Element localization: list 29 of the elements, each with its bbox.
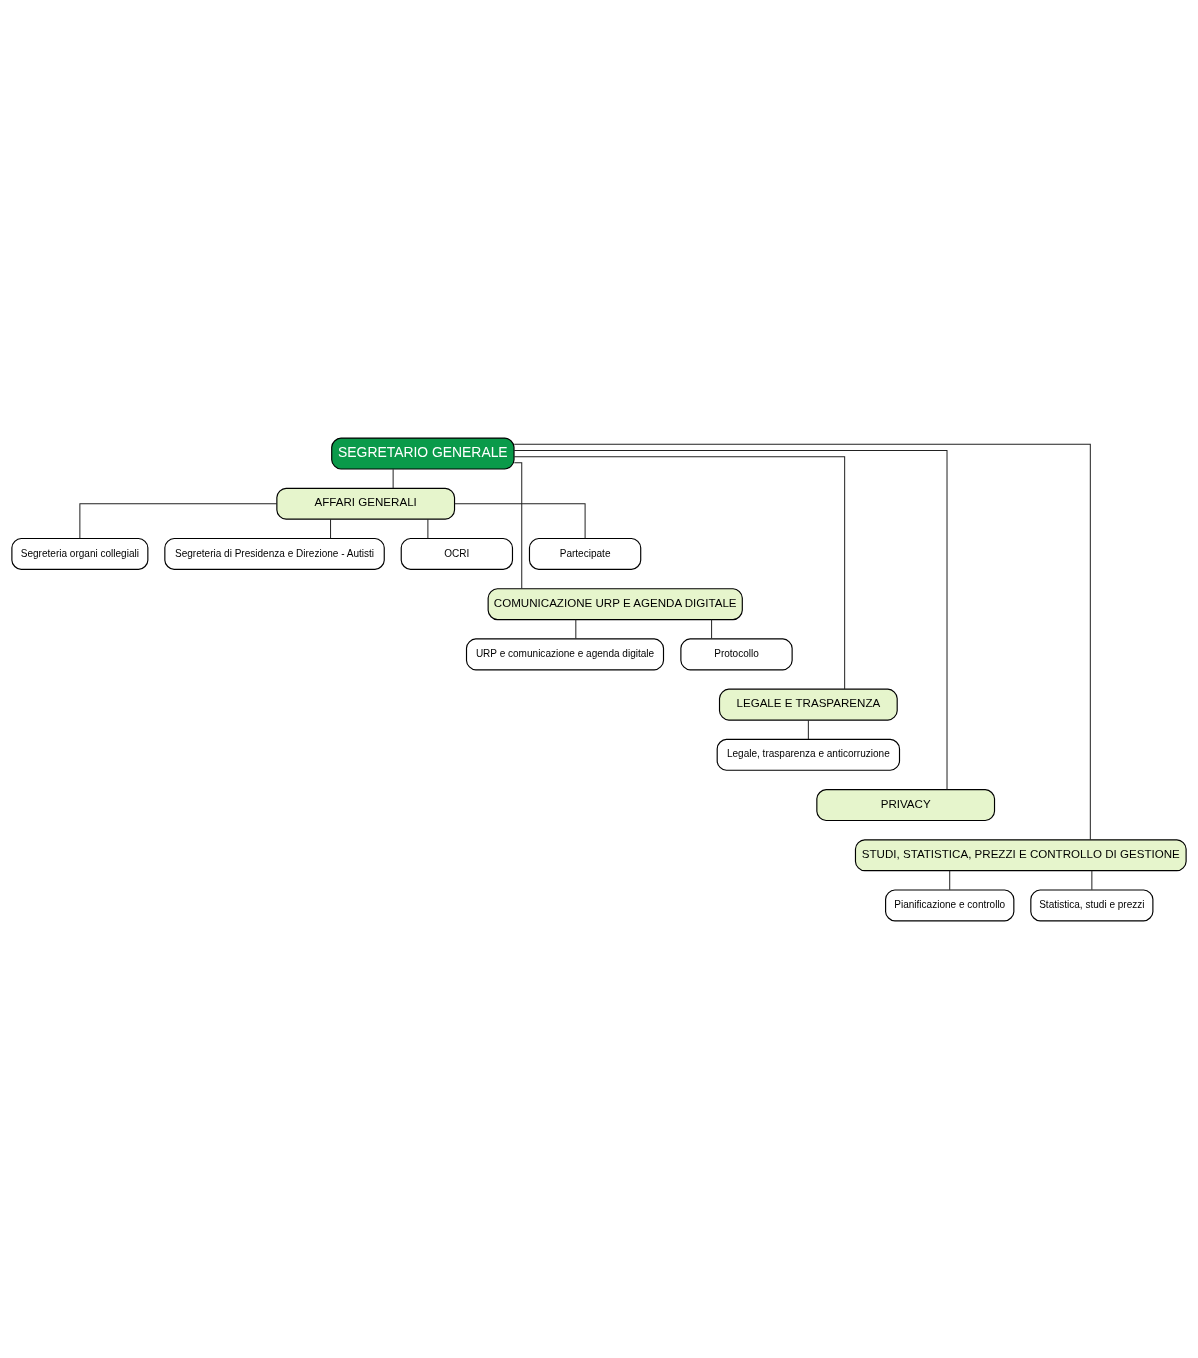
connector: [1091, 869, 1093, 890]
node-box: AFFARI GENERALI: [276, 487, 456, 520]
node-box: PRIVACY: [816, 788, 996, 821]
connector: [427, 518, 429, 539]
node-box: LEGALE E TRASPARENZA: [718, 688, 898, 721]
node-box: Partecipate: [528, 537, 642, 570]
connector: [807, 719, 809, 740]
connector: [454, 502, 586, 539]
connector: [513, 443, 1091, 840]
node-box: Segreteria di Presidenza e Direzione - Autisti: [164, 537, 385, 570]
node-box: Protocollo: [680, 637, 793, 670]
connector: [513, 461, 523, 589]
connector: [949, 869, 951, 890]
connector: [513, 455, 846, 690]
connector: [330, 518, 332, 539]
node-box: STUDI, STATISTICA, PREZZI E CONTROLLO DI GESTIONE: [854, 838, 1187, 871]
node-box: Statistica, studi e prezzi: [1030, 888, 1154, 921]
node-box: Segreteria organi collegiali: [11, 537, 149, 570]
connector: [392, 468, 394, 488]
connector: [711, 618, 713, 639]
connector: [79, 502, 278, 539]
node-box: OCRI: [400, 537, 514, 570]
node-box: COMUNICAZIONE URP E AGENDA DIGITALE: [487, 587, 743, 620]
node-box: URP e comunicazione e agenda digitale: [465, 637, 665, 670]
node-box: Legale, trasparenza e anticorruzione: [716, 738, 901, 771]
connector: [575, 618, 577, 639]
connector: [513, 449, 948, 790]
node-box: SEGRETARIO GENERALE: [331, 437, 515, 470]
node-box: Pianificazione e controllo: [885, 888, 1015, 921]
